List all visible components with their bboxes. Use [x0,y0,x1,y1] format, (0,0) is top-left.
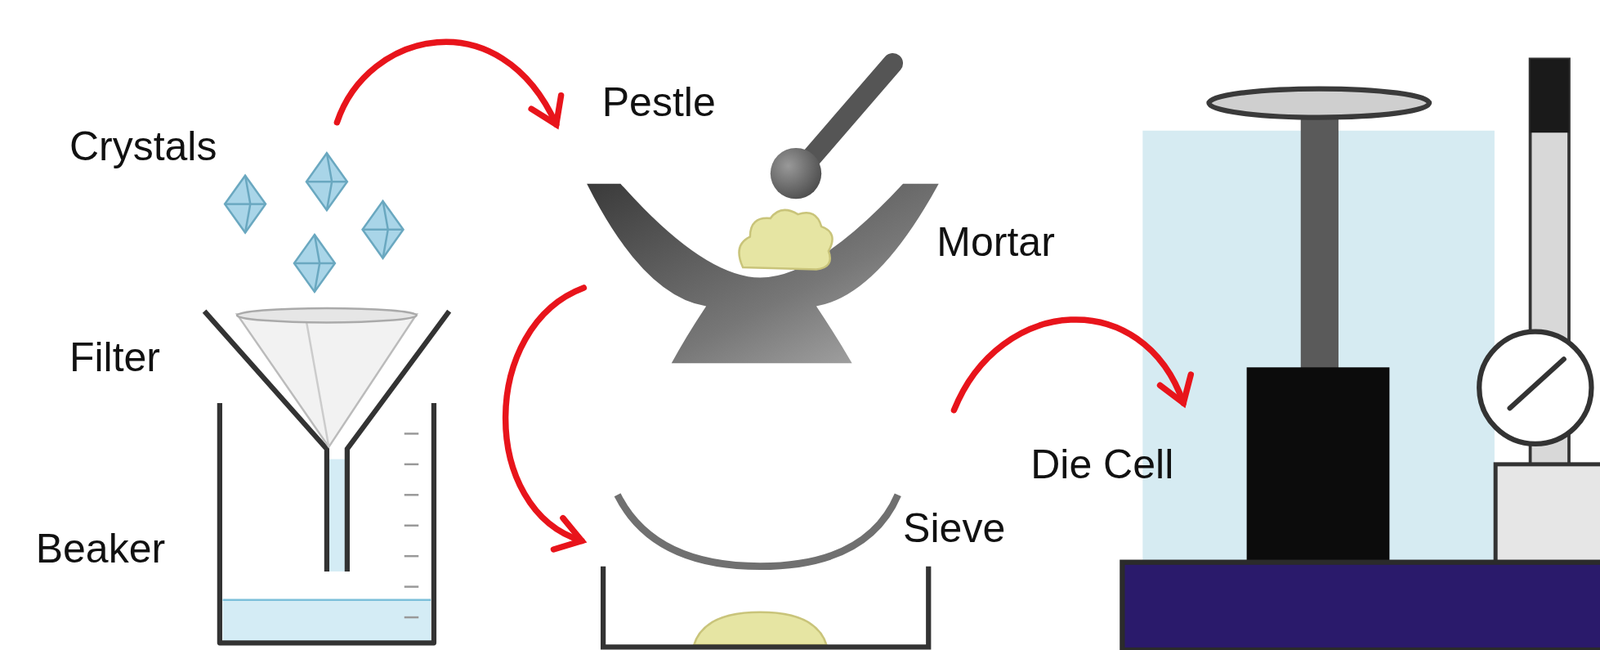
part-label: Die Cell [1030,443,1174,485]
die-cell-block [1246,366,1390,564]
press-handle [1208,89,1430,118]
press-base [1121,562,1600,650]
part-label: Pestle [602,81,716,123]
pressure-gauge [1479,331,1592,444]
part-label: Filter [69,336,161,378]
powder [738,210,832,270]
crystals [224,152,403,292]
part-label: Crystals [69,125,218,167]
filter-funnel [204,308,450,572]
pole-cap [1530,58,1569,133]
press-column [1300,102,1339,370]
gauge-needle [1510,358,1565,408]
gauge-housing [1495,464,1600,563]
process-arrow [336,41,1184,541]
part-label: Beaker [35,527,166,569]
mortar [586,183,939,364]
part-label: Sieve [902,507,1006,549]
part-label: Mortar [936,221,1055,263]
sieve [603,494,929,647]
pestle [770,62,894,199]
